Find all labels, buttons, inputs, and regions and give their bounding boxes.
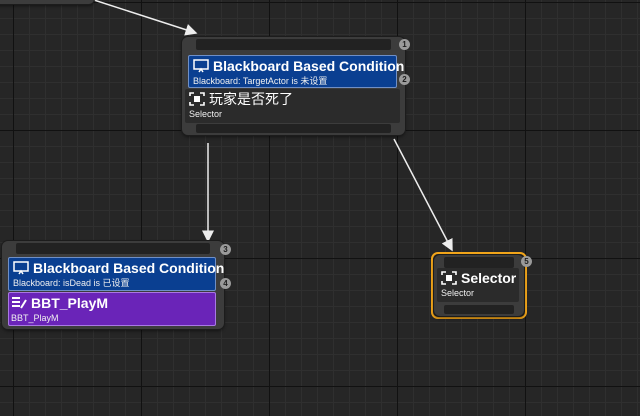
node5-composite-subtitle: Selector: [441, 288, 475, 298]
node5-composite-title: Selector: [461, 270, 517, 286]
node3-task[interactable]: BBT_PlayM BBT_PlayM: [8, 292, 216, 326]
node3-index-badge: 3: [220, 244, 231, 255]
selector-icon: [441, 271, 457, 285]
node5-selection-outline: [431, 252, 527, 319]
node3-task-subtitle: BBT_PlayM: [11, 313, 59, 323]
wire-node1-to-node5: [393, 138, 453, 252]
node1-decorator-subtitle: Blackboard: TargetActor is 未设置: [193, 76, 328, 86]
bt-node-5[interactable]: Selector Selector: [434, 255, 524, 316]
wire-root-to-node1: [93, 0, 198, 36]
node5-output-pin[interactable]: [444, 305, 514, 314]
node3-decorator-subtitle: Blackboard: isDead is 已设置: [13, 278, 130, 288]
node5-input-pin[interactable]: [444, 257, 514, 268]
node1-output-pin[interactable]: [196, 124, 391, 133]
node3-input-pin[interactable]: [16, 243, 210, 254]
node3-decorator-index-badge: 4: [220, 278, 231, 289]
node1-composite-title: 玩家是否死了: [209, 91, 293, 107]
node1-decorator[interactable]: Blackboard Based Condition Blackboard: T…: [188, 55, 404, 88]
node1-decorator-title: Blackboard Based Condition: [213, 58, 405, 74]
selector-icon: [189, 92, 205, 106]
bt-node-3[interactable]: Blackboard Based Condition Blackboard: i…: [2, 241, 224, 329]
node1-input-pin[interactable]: [196, 39, 391, 50]
node1-decorator-index-badge: 2: [399, 74, 410, 85]
monitor-icon: [193, 59, 209, 73]
node1-index-badge: 1: [399, 39, 410, 50]
node5-composite[interactable]: Selector Selector: [437, 268, 519, 302]
node5-index-badge: 5: [521, 256, 532, 267]
node3-decorator[interactable]: Blackboard Based Condition Blackboard: i…: [8, 257, 224, 291]
offscreen-node-edge[interactable]: [0, 0, 94, 4]
node1-composite-subtitle: Selector: [189, 109, 223, 119]
node3-decorator-title: Blackboard Based Condition: [33, 260, 225, 276]
node1-composite[interactable]: 玩家是否死了 Selector: [185, 89, 400, 123]
bt-node-1[interactable]: Blackboard Based Condition Blackboard: T…: [182, 37, 405, 135]
monitor-icon: [13, 261, 29, 275]
node3-task-title: BBT_PlayM: [31, 295, 109, 311]
task-list-icon: [11, 296, 27, 310]
